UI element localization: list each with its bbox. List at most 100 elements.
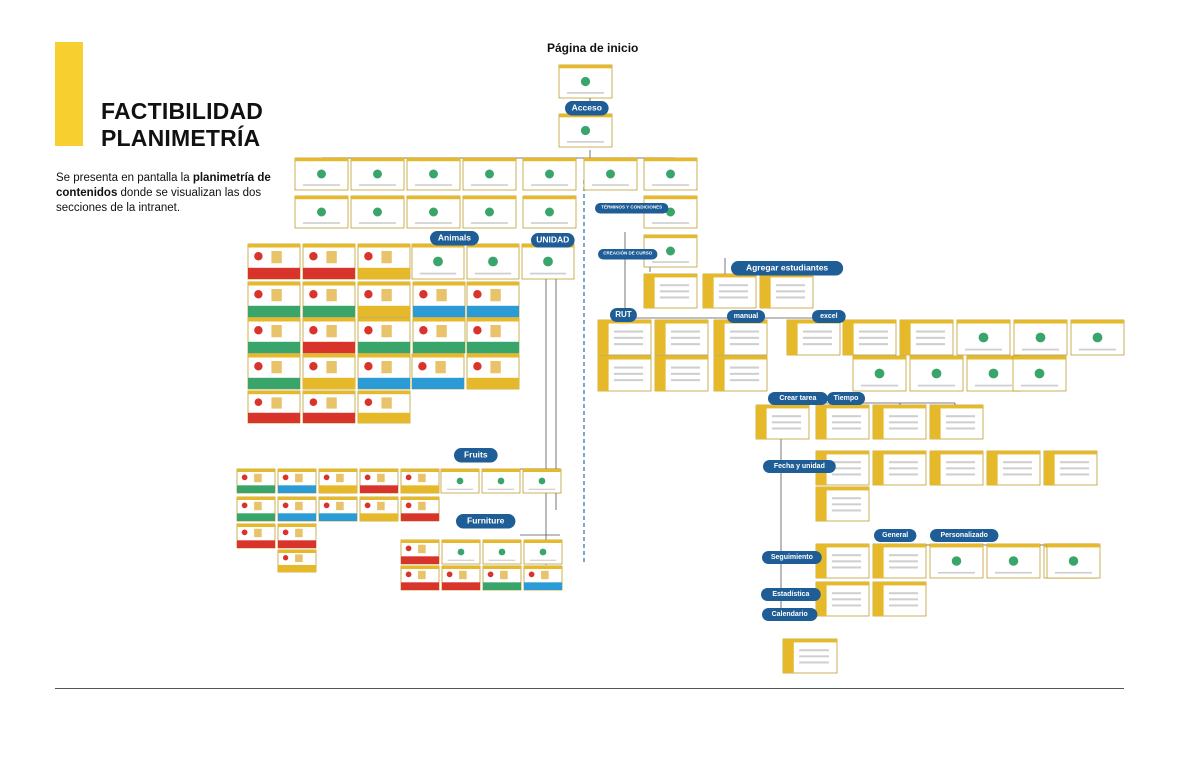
screen-thumbnail[interactable] — [412, 281, 466, 318]
screen-thumbnail[interactable] — [302, 281, 356, 318]
screen-thumbnail[interactable] — [359, 468, 399, 494]
thumbnail-topbar — [523, 196, 576, 200]
screen-thumbnail[interactable] — [247, 317, 301, 354]
screen-thumbnail[interactable] — [466, 317, 520, 354]
screen-thumbnail[interactable] — [713, 319, 768, 356]
screen-thumbnail[interactable] — [406, 195, 461, 229]
screen-thumbnail[interactable] — [462, 157, 517, 191]
screen-thumbnail[interactable] — [986, 543, 1041, 579]
screen-thumbnail[interactable] — [815, 543, 870, 579]
screen-thumbnail[interactable] — [400, 496, 440, 522]
screen-thumbnail[interactable] — [236, 523, 276, 549]
screen-thumbnail[interactable] — [929, 450, 984, 486]
screen-thumbnail[interactable] — [815, 581, 870, 617]
screen-thumbnail[interactable] — [302, 317, 356, 354]
screen-thumbnail[interactable] — [440, 468, 480, 494]
screen-thumbnail[interactable] — [597, 355, 652, 392]
screen-thumbnail[interactable] — [522, 468, 562, 494]
screen-thumbnail[interactable] — [956, 319, 1011, 356]
screen-thumbnail[interactable] — [357, 317, 411, 354]
screen-thumbnail[interactable] — [482, 565, 522, 591]
screen-thumbnail[interactable] — [357, 353, 411, 390]
screen-thumbnail[interactable] — [466, 281, 520, 318]
screen-thumbnail[interactable] — [466, 243, 520, 280]
screen-thumbnail[interactable] — [400, 539, 440, 565]
screen-thumbnail[interactable] — [247, 281, 301, 318]
section-label-seguimiento: Seguimiento — [762, 551, 822, 564]
screen-thumbnail[interactable] — [929, 543, 984, 579]
screen-thumbnail[interactable] — [302, 390, 356, 424]
screen-thumbnail[interactable] — [713, 355, 768, 392]
screen-thumbnail[interactable] — [359, 496, 399, 522]
screen-thumbnail[interactable] — [466, 353, 520, 390]
screen-thumbnail[interactable] — [462, 195, 517, 229]
screen-thumbnail[interactable] — [318, 468, 358, 494]
screen-thumbnail[interactable] — [523, 539, 563, 565]
screen-thumbnail[interactable] — [522, 157, 577, 191]
screen-thumbnail[interactable] — [872, 404, 927, 440]
screen-thumbnail[interactable] — [558, 64, 613, 99]
screen-thumbnail[interactable] — [643, 157, 698, 191]
screen-thumbnail[interactable] — [1043, 450, 1098, 486]
screen-thumbnail[interactable] — [247, 243, 301, 280]
screen-thumbnail[interactable] — [411, 353, 465, 390]
screen-thumbnail[interactable] — [558, 113, 613, 148]
screen-thumbnail[interactable] — [318, 496, 358, 522]
screen-thumbnail[interactable] — [412, 317, 466, 354]
screen-thumbnail[interactable] — [1013, 319, 1068, 356]
screen-thumbnail[interactable] — [277, 549, 317, 573]
screen-thumbnail[interactable] — [1070, 319, 1125, 356]
screen-thumbnail[interactable] — [441, 539, 481, 565]
screen-thumbnail[interactable] — [277, 468, 317, 494]
screen-thumbnail[interactable] — [759, 273, 814, 309]
screen-thumbnail[interactable] — [815, 486, 870, 522]
screen-thumbnail[interactable] — [786, 319, 841, 356]
screen-thumbnail[interactable] — [842, 319, 897, 356]
screen-thumbnail[interactable] — [236, 496, 276, 522]
screen-thumbnail[interactable] — [400, 468, 440, 494]
screen-thumbnail[interactable] — [1046, 543, 1101, 579]
screen-thumbnail[interactable] — [411, 243, 465, 280]
screen-thumbnail[interactable] — [277, 523, 317, 549]
screen-thumbnail[interactable] — [702, 273, 757, 309]
screen-thumbnail[interactable] — [872, 450, 927, 486]
screen-thumbnail[interactable] — [522, 195, 577, 229]
screen-thumbnail[interactable] — [643, 273, 698, 309]
screen-thumbnail[interactable] — [872, 543, 927, 579]
screen-thumbnail[interactable] — [654, 355, 709, 392]
screen-thumbnail[interactable] — [236, 468, 276, 494]
screen-thumbnail[interactable] — [815, 404, 870, 440]
screen-thumbnail[interactable] — [1012, 355, 1067, 392]
screen-thumbnail[interactable] — [909, 355, 964, 392]
screen-thumbnail[interactable] — [302, 243, 356, 280]
screen-thumbnail[interactable] — [294, 195, 349, 229]
screen-thumbnail[interactable] — [654, 319, 709, 356]
screen-thumbnail[interactable] — [523, 565, 563, 591]
screen-thumbnail[interactable] — [583, 157, 638, 191]
screen-thumbnail[interactable] — [755, 404, 810, 440]
screen-thumbnail[interactable] — [782, 638, 838, 674]
screen-thumbnail[interactable] — [357, 243, 411, 280]
screen-thumbnail[interactable] — [482, 539, 522, 565]
screen-thumbnail[interactable] — [277, 496, 317, 522]
screen-thumbnail[interactable] — [481, 468, 521, 494]
screen-thumbnail[interactable] — [302, 353, 356, 390]
screen-thumbnail[interactable] — [597, 319, 652, 356]
screen-thumbnail[interactable] — [852, 355, 907, 392]
screen-thumbnail[interactable] — [966, 355, 1021, 392]
screen-thumbnail[interactable] — [350, 157, 405, 191]
screen-thumbnail[interactable] — [441, 565, 481, 591]
screen-thumbnail[interactable] — [357, 281, 411, 318]
screen-thumbnail[interactable] — [406, 157, 461, 191]
screen-thumbnail[interactable] — [294, 157, 349, 191]
screen-thumbnail[interactable] — [400, 565, 440, 591]
screen-thumbnail[interactable] — [899, 319, 954, 356]
screen-thumbnail[interactable] — [350, 195, 405, 229]
screen-thumbnail[interactable] — [986, 450, 1041, 486]
screen-thumbnail[interactable] — [929, 404, 984, 440]
screen-thumbnail[interactable] — [872, 581, 927, 617]
screen-thumbnail[interactable] — [247, 390, 301, 424]
screen-thumbnail[interactable] — [247, 353, 301, 390]
screen-thumbnail[interactable] — [521, 243, 575, 280]
screen-thumbnail[interactable] — [357, 390, 411, 424]
